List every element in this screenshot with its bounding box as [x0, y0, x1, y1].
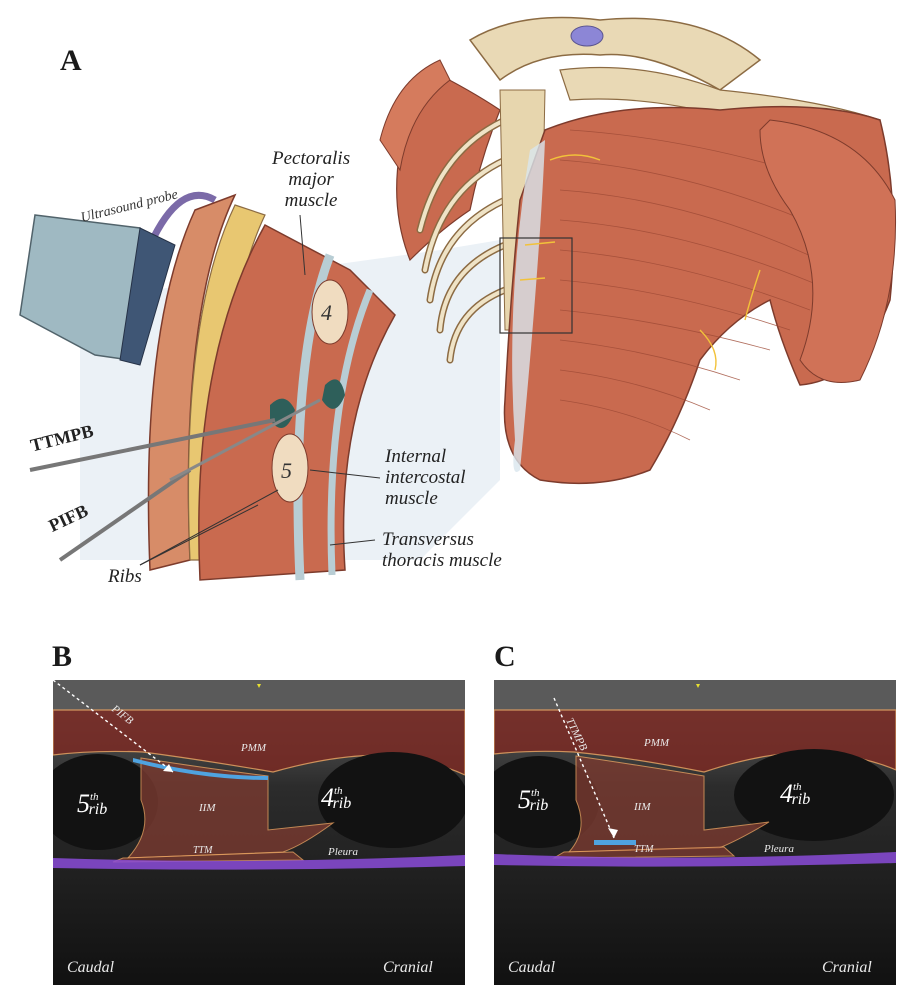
panel-c-caudal: Caudal [508, 959, 556, 976]
panel-c-pmm: PMM [643, 737, 670, 749]
label-internal-line3: muscle [385, 488, 466, 509]
panel-c-rib5-sub: rib [530, 797, 549, 814]
label-internal-intercostal: Internal intercostal muscle [385, 446, 466, 509]
panel-c-letter: C [494, 640, 516, 674]
pectoralis-illustration [500, 107, 896, 484]
label-pectoralis: Pectoralis major muscle [272, 148, 350, 211]
label-transversus-line2: thoracis muscle [382, 550, 502, 571]
panel-b-letter: B [52, 640, 72, 674]
label-ribs: Ribs [108, 566, 142, 587]
panel-b-pleura: Pleura [327, 846, 358, 858]
panel-b-iim: IIM [198, 802, 216, 814]
panel-b-caudal: Caudal [67, 959, 115, 976]
label-pectoralis-line1: Pectoralis [272, 148, 350, 169]
panel-b-cranial: Cranial [383, 959, 433, 976]
panel-b-ttm: TTM [193, 845, 213, 856]
panel-c-pleura: Pleura [763, 843, 794, 855]
rib-4-number: 4 [321, 300, 332, 325]
label-pectoralis-line2: major [272, 169, 350, 190]
panel-c-cranial: Cranial [822, 959, 872, 976]
panel-b-pmm: PMM [240, 742, 267, 754]
rib-5-number: 5 [281, 458, 292, 483]
label-transversus: Transversus thoracis muscle [382, 529, 502, 571]
panel-c-ttm: TTM [634, 844, 654, 855]
label-pectoralis-line3: muscle [272, 190, 350, 211]
panel-b-rib5-sub: rib [89, 801, 108, 818]
panel-c-iim: IIM [633, 801, 651, 813]
label-internal-line1: Internal [385, 446, 466, 467]
label-transversus-line1: Transversus [382, 529, 502, 550]
label-internal-line2: intercostal [385, 467, 466, 488]
panel-a-illustration: 4 5 Ultrasound probe [0, 0, 897, 600]
panel-b-rib4-sub: rib [333, 795, 352, 812]
panel-c-rib4-sub: rib [792, 791, 811, 808]
